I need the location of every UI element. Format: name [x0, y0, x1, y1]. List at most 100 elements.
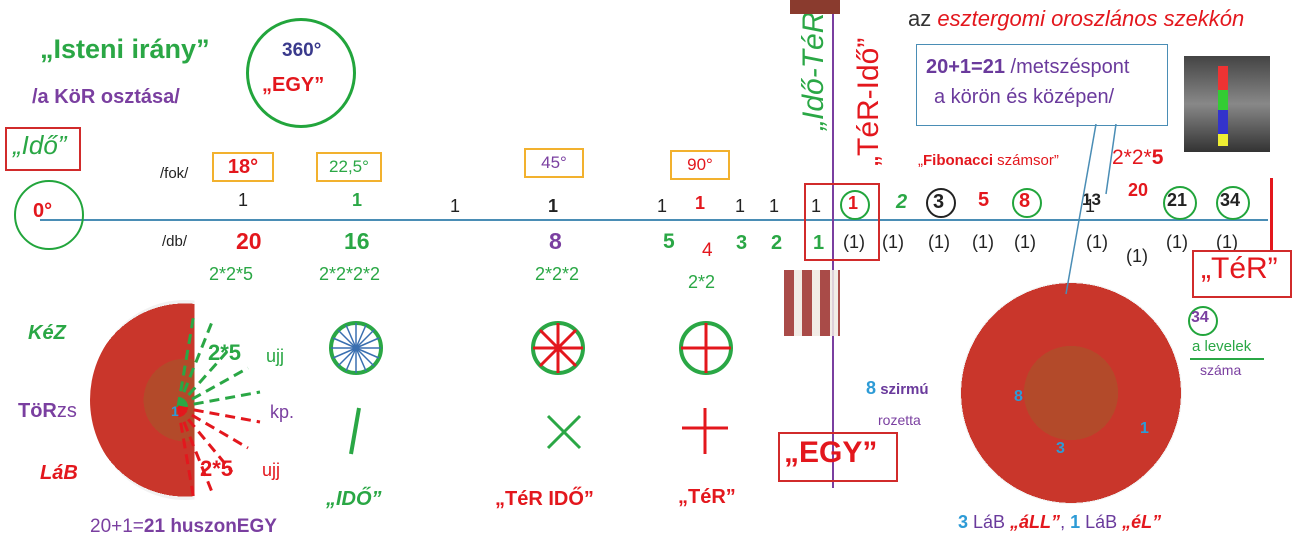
lab-label: LáB — [40, 462, 78, 484]
zero-degree-label: 0° — [33, 200, 53, 222]
intersection-callout — [916, 44, 1168, 126]
ter-ido-vertical: „TéR-Idő” — [852, 37, 885, 166]
lion-overlay-number: 1 — [1140, 420, 1149, 437]
wheel-8-symbol — [531, 321, 585, 375]
product-label: 2*2 — [688, 272, 716, 292]
egy-label-top: „EGY” — [262, 74, 325, 96]
fok-label: /fok/ — [160, 165, 189, 182]
top-one: 1 — [352, 190, 363, 210]
fib-circle-3 — [926, 188, 956, 218]
degree-box-18: 18° — [212, 152, 274, 182]
lion-plate-right — [960, 282, 1182, 504]
left-top-unit: ujj — [266, 346, 285, 366]
top-right-caption: az esztergomi oroszlános szekkón — [908, 6, 1245, 31]
degrees-360: 360° — [282, 40, 322, 61]
db-value: 3 — [736, 232, 748, 254]
left-top-count: 2*5 — [208, 340, 242, 365]
product-label: 2*2*5 — [209, 264, 254, 284]
fib-value: 1 — [848, 193, 859, 213]
rosette-label-2: rozetta — [878, 412, 921, 428]
torzs-label: TöRzs — [18, 400, 77, 422]
zero-circle — [14, 180, 84, 250]
callout-line-2: a körön és középen/ — [934, 86, 1115, 108]
degree-box-45: 45° — [524, 148, 584, 178]
ido-box — [5, 127, 81, 171]
lion-center-number: 1 — [171, 403, 179, 419]
lion-overlay-number: 3 — [1056, 440, 1065, 457]
leaves-line-2: száma — [1200, 362, 1242, 378]
paren-one: (1) — [1014, 232, 1036, 252]
fib-value: 21 — [1167, 190, 1188, 210]
ter-tick — [1270, 178, 1273, 250]
cross-x-symbol — [546, 414, 582, 450]
fib-value: 3 — [933, 191, 945, 213]
degree-box-90: 90° — [670, 150, 730, 180]
plus-symbol — [682, 408, 728, 454]
paren-one: (1) — [1166, 232, 1188, 252]
fib-value: 20 — [1128, 180, 1149, 200]
paren-one: (1) — [928, 232, 950, 252]
one-column-box — [804, 183, 880, 261]
product-label: 2*2*2*2 — [319, 264, 381, 284]
top-one: 1 — [238, 190, 249, 210]
db-value: 20 — [236, 228, 262, 254]
db-value: 8 — [549, 228, 562, 254]
db-value: 5 — [663, 230, 675, 253]
fib-circle-21 — [1163, 186, 1197, 220]
degree-box-22-5: 22,5° — [316, 152, 382, 182]
lion-overlay-number: 8 — [1014, 388, 1023, 405]
paren-one: (1) — [1086, 232, 1108, 252]
top-one: 1 — [769, 196, 780, 216]
paren-one: (1) — [972, 232, 994, 252]
paren-one: (1) — [882, 232, 904, 252]
ido-label: „Idő” — [13, 130, 67, 160]
leaves-underline — [1190, 358, 1264, 360]
leaves-circle — [1188, 306, 1218, 336]
ter-box — [1192, 250, 1292, 298]
top-one: 1 — [450, 196, 461, 216]
axis-line — [40, 219, 1268, 221]
leaves-line-1: a levelek — [1192, 338, 1252, 355]
page-title: „Isteni irány” — [40, 34, 210, 64]
top-one: 1 — [811, 196, 822, 216]
subtitle: /a KöR osztása/ — [32, 86, 180, 108]
vertical-divider — [832, 0, 834, 488]
slash-symbol — [349, 407, 361, 455]
fib-value: 8 — [1019, 190, 1031, 212]
ornament-strip-top — [790, 0, 840, 14]
fib-value: 2 — [896, 191, 908, 213]
bottom-left-caption: 20+1=21 huszonEGY — [90, 516, 277, 537]
top-one: 1 — [695, 193, 706, 213]
callout-connector — [1065, 124, 1117, 295]
top-one: 1 — [1085, 196, 1096, 216]
db-value: 4 — [702, 240, 713, 261]
db-value: 2 — [771, 232, 783, 254]
paren-one: (1) — [1126, 246, 1148, 266]
left-bottom-count: 2*5 — [200, 456, 234, 481]
db-value: 1 — [813, 232, 825, 254]
fib-value: 5 — [978, 189, 990, 211]
leaves-number: 34 — [1191, 309, 1209, 326]
paren-one: (1) — [1216, 232, 1238, 252]
fib-circle-34 — [1216, 186, 1250, 220]
ornament-strip-middle — [784, 270, 840, 336]
egy-label: „EGY” — [784, 436, 878, 469]
wheel-4-symbol — [679, 321, 733, 375]
kez-label: KéZ — [28, 322, 66, 344]
fib-value: 13 — [1082, 190, 1101, 209]
ter-symbol-label: „TéR” — [678, 486, 736, 508]
left-rays — [176, 313, 261, 501]
fibonacci-product: 2*2*5 — [1112, 146, 1164, 169]
fib-circle-8 — [1012, 188, 1042, 218]
callout-line-1: 20+1=21 /metszéspont — [926, 56, 1130, 78]
fib-value: 34 — [1220, 190, 1241, 210]
paren-one: (1) — [843, 232, 865, 252]
db-value: 16 — [344, 228, 370, 254]
fib-circle-1 — [840, 190, 870, 220]
left-middle-kp: kp. — [270, 402, 295, 422]
fibonacci-label: „Fibonacci számsor” — [918, 152, 1059, 169]
ter-label: „TéR” — [1201, 252, 1278, 285]
rosette-label: 8 szirmú — [866, 378, 929, 398]
db-label: /db/ — [162, 233, 188, 250]
top-one: 1 — [657, 196, 668, 216]
